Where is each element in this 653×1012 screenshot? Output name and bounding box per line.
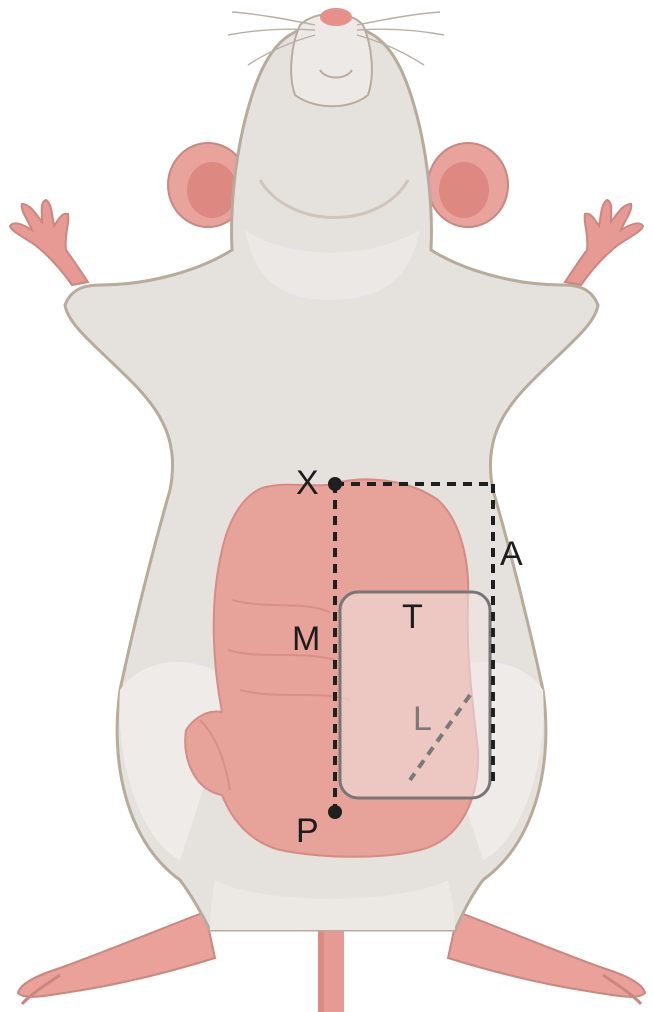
landmark-x-dot <box>328 477 342 491</box>
landmark-p-dot <box>328 805 342 819</box>
label-m: M <box>292 620 320 658</box>
label-a: A <box>500 535 523 573</box>
label-x: X <box>296 464 319 502</box>
right-hind-foot <box>448 912 645 1004</box>
mouse-tail <box>318 930 344 1012</box>
right-ear <box>428 143 508 227</box>
left-front-paw <box>10 200 88 285</box>
left-hind-foot <box>18 912 215 1004</box>
label-t: T <box>402 598 423 636</box>
label-l: L <box>413 700 432 738</box>
label-p: P <box>296 812 319 850</box>
nose-icon <box>320 8 352 26</box>
right-front-paw <box>565 200 643 285</box>
